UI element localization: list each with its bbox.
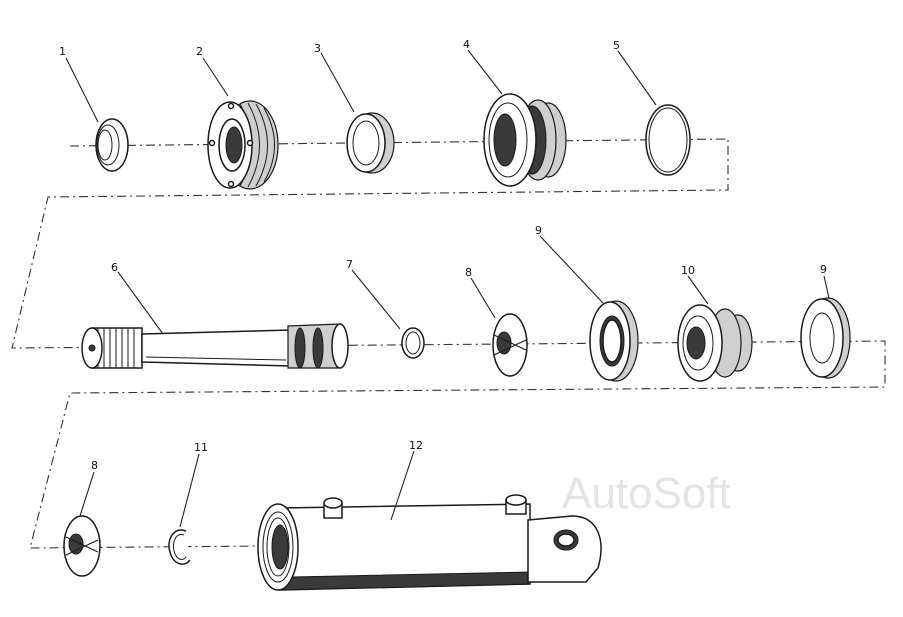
- callout-1: 1: [59, 45, 66, 58]
- part-12-cylinder-body: [257, 494, 602, 591]
- part-10-cup-seal: [677, 304, 753, 382]
- callout-2: 2: [196, 45, 203, 58]
- part-3-bushing: [346, 112, 395, 174]
- callout-7: 7: [346, 258, 353, 271]
- part-5-o-ring: [645, 104, 691, 176]
- callout-9-b: 9: [820, 263, 827, 276]
- part-8-split-washer-b: [63, 515, 101, 577]
- part-2-gland-nut: [207, 100, 279, 190]
- callout-5: 5: [613, 39, 620, 52]
- callout-8-b: 8: [91, 459, 98, 472]
- callout-labels: 1 2 3 4 5 6 7 8 9 10 9 8 11 12: [59, 38, 827, 472]
- part-8-split-washer: [492, 313, 528, 377]
- assembly-axis: [11, 138, 886, 549]
- callout-10: 10: [681, 264, 695, 277]
- callout-4: 4: [463, 38, 470, 51]
- watermark: AutoSoft: [562, 469, 731, 518]
- leader-lines: [65, 49, 830, 528]
- callout-6: 6: [111, 261, 118, 274]
- part-9-seal-ring: [589, 300, 639, 382]
- part-7-small-ring: [401, 327, 425, 359]
- callout-11: 11: [194, 441, 208, 454]
- callout-3: 3: [314, 42, 321, 55]
- part-4-piston-seal: [483, 93, 567, 187]
- callout-9: 9: [535, 224, 542, 237]
- callout-8: 8: [465, 266, 472, 279]
- part-11-snap-ring: [168, 529, 191, 565]
- part-9-seal-ring-b: [800, 297, 851, 379]
- part-1-ring: [95, 118, 129, 172]
- callout-12: 12: [409, 439, 423, 452]
- part-6-piston-rod: [81, 323, 349, 369]
